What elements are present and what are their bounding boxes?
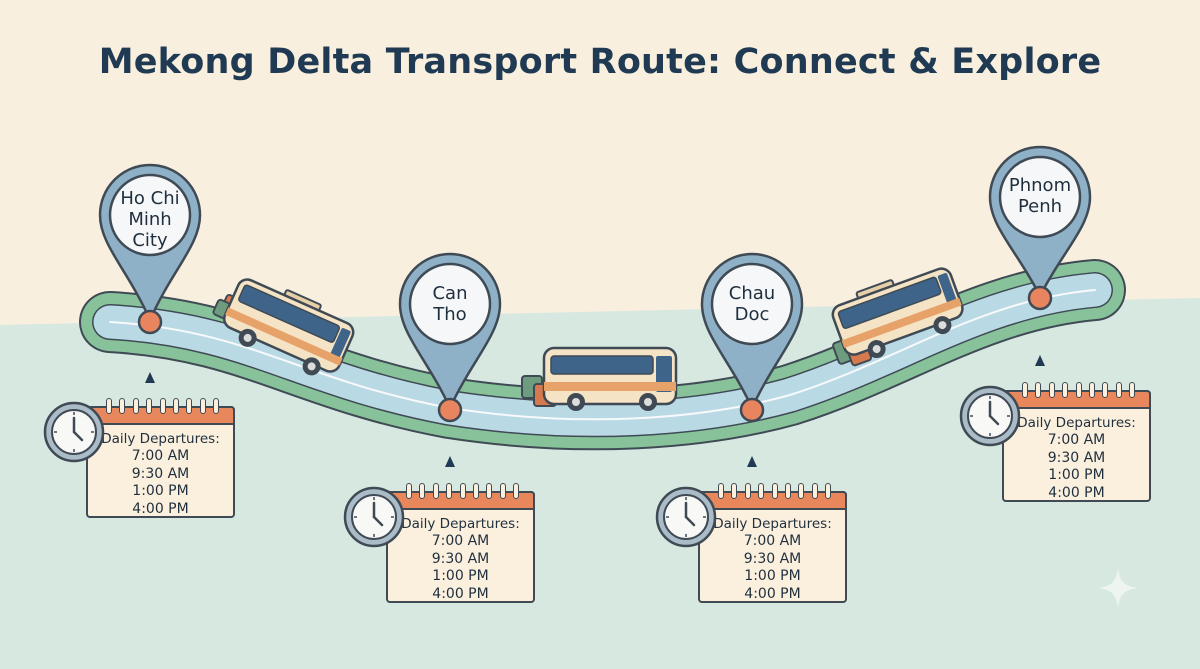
departure-time: 4:00 PM (132, 500, 189, 517)
pin-can-tho (398, 252, 502, 423)
departure-time: 7:00 AM (131, 448, 190, 464)
departure-time: 9:30 AM (743, 550, 802, 567)
calendar-rings (1022, 382, 1135, 398)
schedule-heading: Daily Departures: (713, 516, 832, 532)
departure-time: 1:00 PM (1048, 467, 1105, 483)
bus-3 (831, 267, 964, 367)
departure-time: 9:30 AM (431, 550, 490, 567)
pointer-arrow-3 (747, 456, 757, 467)
page-title: Mekong Delta Transport Route: Connect & … (98, 42, 1102, 82)
clock-icon (655, 486, 717, 548)
pin-chau-doc (700, 252, 804, 423)
calendar-card: Daily Departures: 7:00 AM 9:30 AM 1:00 P… (698, 483, 847, 603)
schedule-heading: Daily Departures: (101, 431, 220, 447)
departure-time: 7:00 AM (743, 533, 802, 549)
departure-time: 1:00 PM (432, 568, 489, 584)
pointer-arrow-2 (445, 456, 455, 467)
pointer-arrow-4 (1035, 355, 1045, 366)
schedule-can-tho: Daily Departures: 7:00 AM 9:30 AM 1:00 P… (342, 483, 537, 605)
calendar-rings (718, 483, 831, 499)
departure-time: 4:00 PM (432, 585, 489, 602)
departure-time: 1:00 PM (744, 568, 801, 584)
departure-time: 9:30 AM (131, 465, 190, 482)
departure-time: 1:00 PM (132, 483, 189, 499)
pointer-arrow-1 (145, 372, 155, 383)
clock-icon (959, 385, 1021, 447)
departure-time: 4:00 PM (744, 585, 801, 602)
schedule-heading: Daily Departures: (401, 516, 520, 532)
schedule-chau-doc: Daily Departures: 7:00 AM 9:30 AM 1:00 P… (654, 483, 849, 605)
calendar-card: Daily Departures: 7:00 AM 9:30 AM 1:00 P… (386, 483, 535, 603)
clock-icon (43, 401, 105, 463)
schedule-heading: Daily Departures: (1017, 415, 1136, 431)
bus-2 (521, 346, 678, 411)
schedule-ho-chi-minh-city: Daily Departures: 7:00 AM 9:30 AM 1:00 P… (42, 398, 237, 520)
pin-phnom-penh (988, 145, 1092, 311)
pin-ho-chi-minh-city (98, 163, 202, 335)
bus-1 (212, 278, 355, 376)
calendar-rings (406, 483, 519, 499)
departure-time: 4:00 PM (1048, 484, 1105, 501)
departure-time: 9:30 AM (1047, 449, 1106, 466)
departure-time: 7:00 AM (431, 533, 490, 549)
departure-time: 7:00 AM (1047, 432, 1106, 448)
river-route (79, 259, 1126, 451)
schedule-phnom-penh: Daily Departures: 7:00 AM 9:30 AM 1:00 P… (958, 382, 1153, 504)
calendar-rings (106, 398, 219, 414)
sparkle-icon (1098, 568, 1138, 608)
clock-icon (343, 486, 405, 548)
calendar-card: Daily Departures: 7:00 AM 9:30 AM 1:00 P… (1002, 382, 1151, 502)
calendar-card: Daily Departures: 7:00 AM 9:30 AM 1:00 P… (86, 398, 235, 518)
